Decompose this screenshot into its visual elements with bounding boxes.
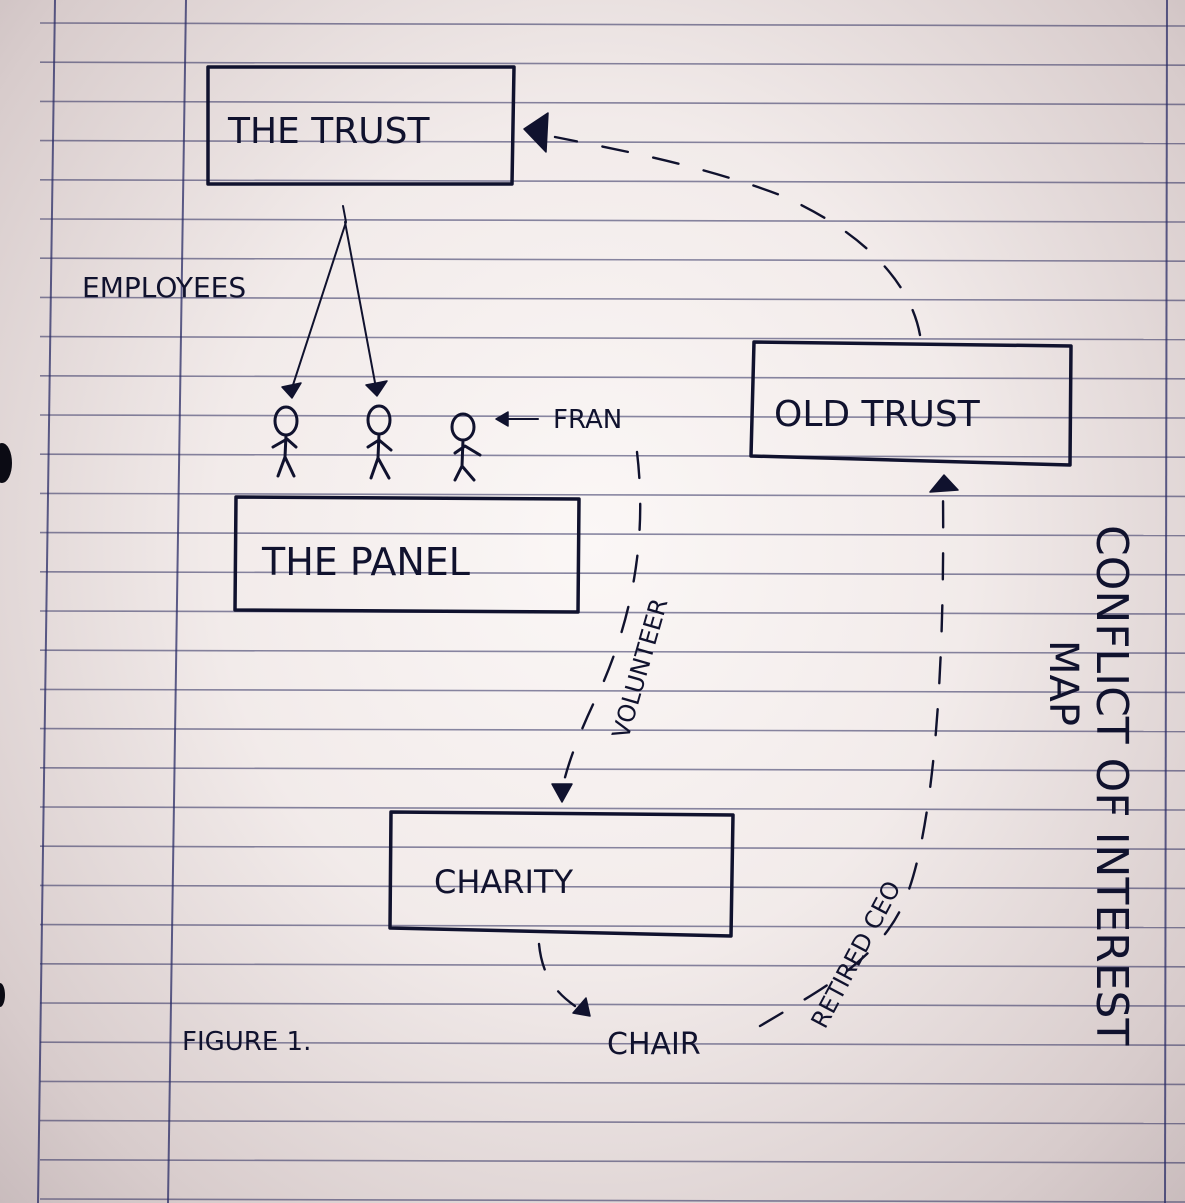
fran-label: FRAN: [553, 405, 622, 435]
ruled-line: [39, 884, 1185, 890]
punch-hole-top: [0, 443, 12, 483]
ruled-line: [39, 1159, 1185, 1164]
ruled-line: [39, 1002, 1185, 1007]
ruled-line: [39, 962, 1185, 968]
edge-trust-to-employees: [281, 205, 388, 399]
arrowhead-employee-2: [365, 380, 388, 397]
arrowhead-chair: [572, 997, 591, 1017]
ruled-line: [39, 1198, 1185, 1203]
node-the-panel: THE PANEL: [233, 495, 581, 614]
punch-hole-bottom: [0, 983, 5, 1007]
ruled-line: [39, 923, 1185, 929]
arrowhead-the-trust: [523, 112, 549, 153]
ruled-line: [39, 610, 1185, 615]
ruled-line: [39, 1119, 1185, 1125]
ruled-line: [39, 453, 1185, 459]
right-margin-line: [1164, 0, 1168, 1203]
retired-ceo-label: RETIRED CEO: [806, 876, 907, 1032]
ruled-line: [39, 374, 1185, 380]
ruled-line: [39, 766, 1185, 772]
ruled-line: [39, 61, 1185, 66]
inner-margin-line: [167, 0, 187, 1203]
arrowhead-old-trust: [929, 474, 959, 493]
arrowhead-fran: [495, 411, 509, 427]
volunteer-label: VOLUNTEER: [607, 595, 674, 741]
diagram-title: CONFLICT OF INTEREST: [1086, 525, 1137, 1045]
stick-figure-employee-2: [366, 404, 393, 480]
arrowhead-charity: [551, 783, 573, 803]
ruled-line: [39, 139, 1185, 145]
ruled-line: [39, 806, 1185, 811]
ruled-line: [39, 22, 1185, 27]
left-margin-line: [37, 0, 56, 1203]
node-old-trust-label: OLD TRUST: [774, 394, 981, 435]
ruled-line: [39, 688, 1185, 694]
arrowhead-employee-1: [281, 382, 302, 399]
edge-old-trust-to-trust: [553, 135, 922, 337]
ruled-line: [39, 335, 1185, 341]
node-the-panel-label: THE PANEL: [261, 540, 470, 584]
ruled-line: [39, 570, 1185, 576]
node-charity-label: CHARITY: [434, 863, 574, 901]
stick-figure-fran: [450, 412, 482, 482]
ruled-line: [39, 296, 1185, 302]
figure-caption: FIGURE 1.: [182, 1027, 311, 1057]
node-the-trust: THE TRUST: [206, 65, 516, 186]
diagram-subtitle: MAP: [1040, 640, 1086, 726]
node-charity: CHARITY: [388, 810, 735, 938]
ruled-line: [39, 179, 1185, 184]
ruled-line: [39, 531, 1185, 537]
edge-charity-to-chair: [537, 942, 577, 1008]
employees-label: EMPLOYEES: [82, 271, 246, 304]
ruled-line: [39, 414, 1185, 419]
stick-figure-employee-1: [271, 405, 299, 478]
ruled-line: [39, 727, 1185, 733]
ruled-line: [39, 845, 1185, 851]
ruled-line: [39, 492, 1185, 498]
node-old-trust: OLD TRUST: [749, 340, 1073, 467]
node-chair-label: CHAIR: [607, 1027, 701, 1062]
node-the-trust-label: THE TRUST: [227, 111, 430, 152]
ruled-line: [39, 649, 1185, 655]
edge-chair-to-old-trust: [758, 493, 945, 1028]
edge-fran-to-charity: [560, 450, 642, 792]
ruled-line: [39, 218, 1185, 223]
ruled-line: [39, 257, 1185, 263]
ruled-lines: [39, 22, 1185, 1203]
ruled-line: [39, 1041, 1185, 1046]
ruled-line: [39, 1080, 1185, 1086]
ruled-line: [39, 100, 1185, 106]
